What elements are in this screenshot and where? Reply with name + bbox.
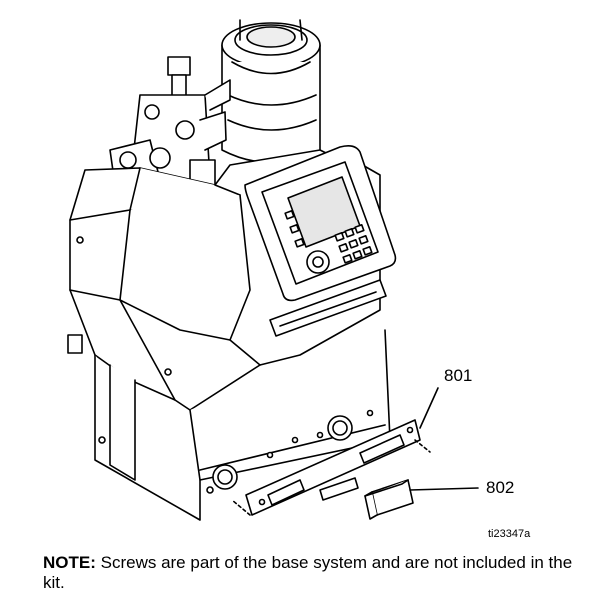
cover-plate-801 xyxy=(245,419,421,516)
note-label: NOTE: xyxy=(43,553,96,572)
display-control-module xyxy=(244,145,397,337)
front-gauge-panel xyxy=(199,409,386,490)
lower-frame xyxy=(67,329,391,521)
pump-assembly xyxy=(109,56,231,196)
top-motor-cylinder xyxy=(221,19,321,164)
bracket-802 xyxy=(364,479,414,520)
callout-801-label: 801 xyxy=(444,366,473,385)
figure-note: NOTE: Screws are part of the base system… xyxy=(43,553,583,593)
note-text: Screws are part of the base system and a… xyxy=(43,553,573,592)
leader-lines xyxy=(231,387,479,516)
callout-802-label: 802 xyxy=(486,478,515,497)
figure-identifier: ti23347a xyxy=(488,528,531,540)
